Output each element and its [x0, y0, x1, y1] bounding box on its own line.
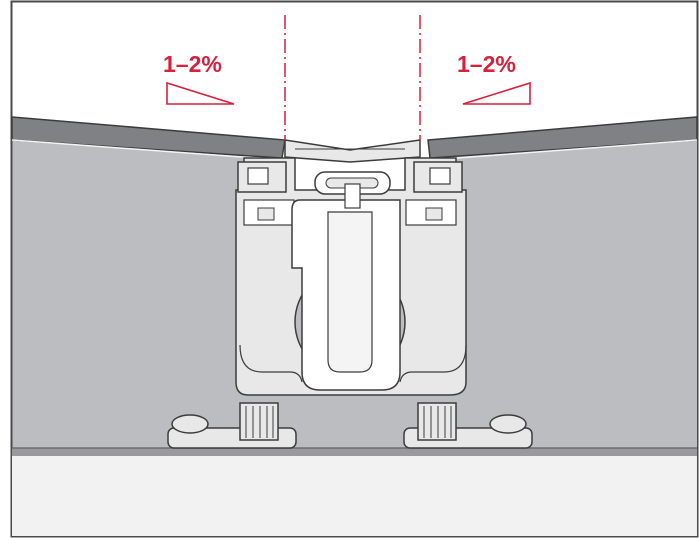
clamp-right-inner [429, 167, 451, 185]
slope-wedge-left [166, 81, 235, 105]
bracket-left-inner [257, 207, 275, 221]
slope-label-right: 1–2% [457, 51, 516, 77]
siphon-tab [344, 183, 361, 209]
clamp-left-inner [247, 167, 269, 185]
bracket-right-inner [425, 207, 443, 221]
slab-left-highlight [11, 139, 283, 161]
siphon-inner [327, 211, 373, 373]
slope-label-left: 1–2% [163, 51, 222, 77]
wall-right [455, 140, 697, 450]
body-skirt [239, 344, 467, 383]
drain-grate [284, 139, 421, 163]
screed-layer [12, 455, 697, 536]
foot-left-knob [171, 414, 209, 434]
slope-wedge-right [462, 81, 531, 105]
wall-left [12, 140, 244, 450]
gravel-strip [12, 448, 697, 456]
clamp-right [413, 161, 463, 193]
slab-right-highlight [429, 139, 698, 161]
foot-right-knob [489, 414, 527, 434]
